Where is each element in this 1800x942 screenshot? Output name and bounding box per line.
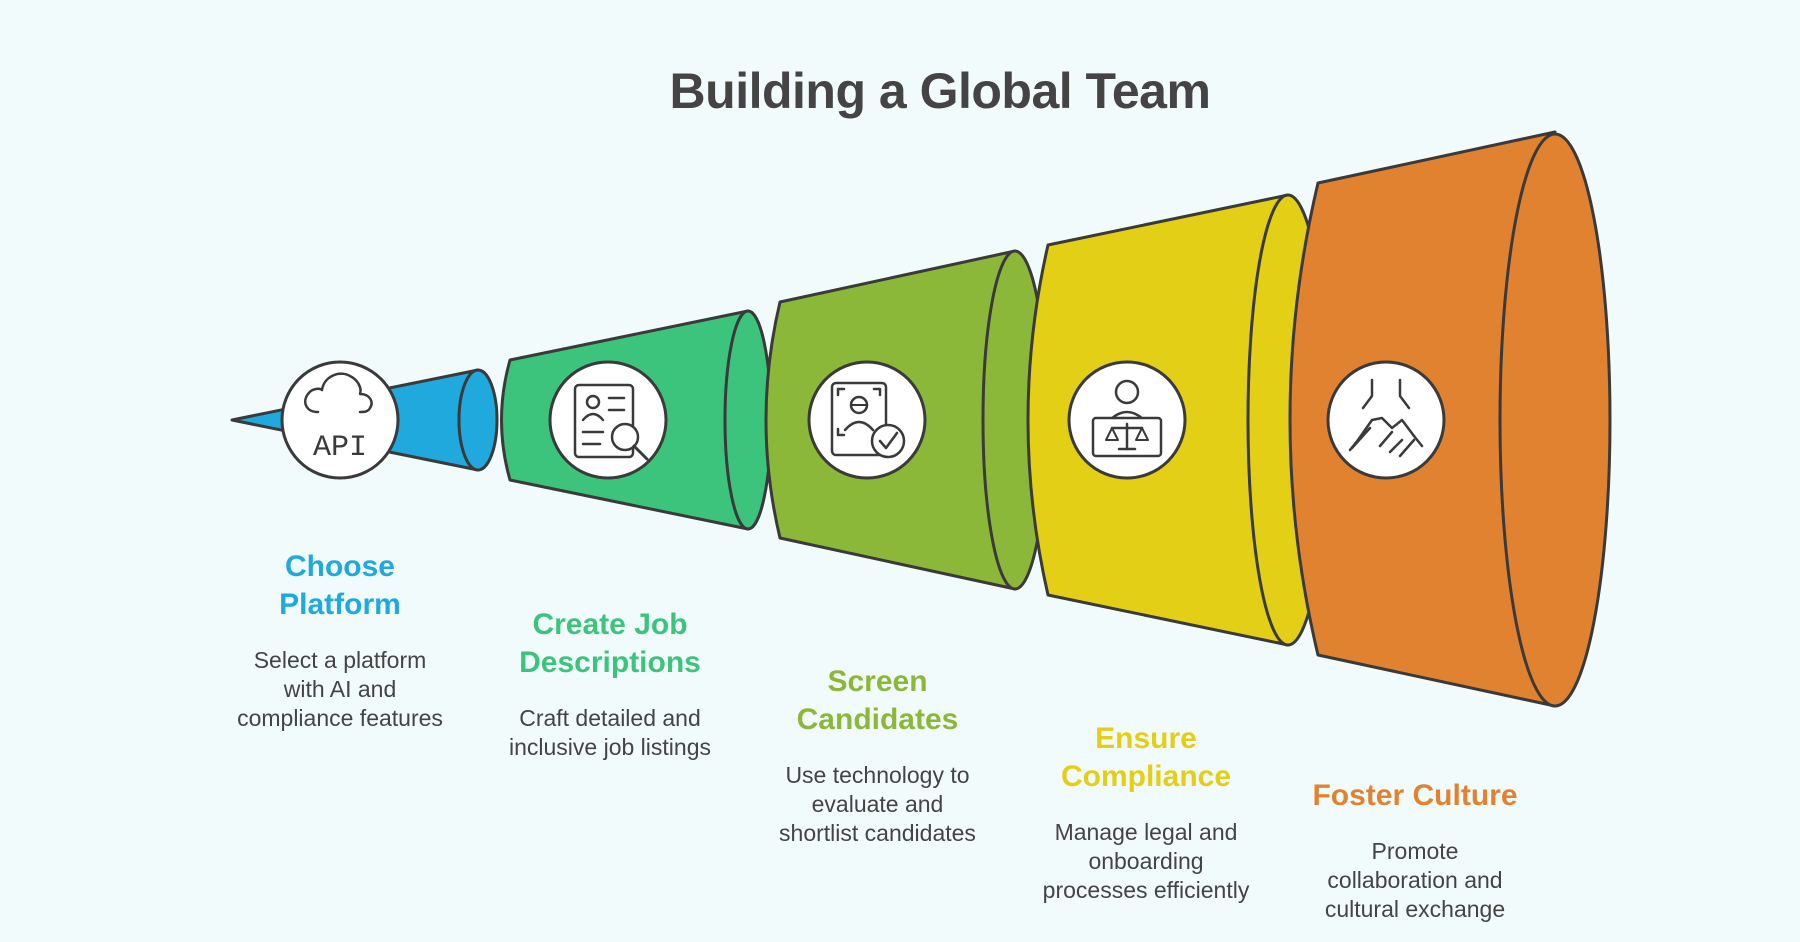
funnel-segment-foster-culture [1288,130,1612,708]
legal-scales-icon [1067,360,1187,480]
funnel-segment-screen-candidates [764,249,1049,591]
stage-ensure-compliance: Ensure Compliance Manage legal and onboa… [1005,720,1287,905]
svg-text:API: API [313,431,367,465]
diagram-title: Building a Global Team [669,63,1211,119]
funnel-segment-choose-platform: API [230,360,499,480]
resume-search-icon [548,360,668,480]
stage-heading: Choose Platform [279,550,401,621]
funnel-segment-create-job-descriptions [500,309,773,531]
stage-description: Select a platform with AI and compliance… [237,647,443,731]
stage-description: Use technology to evaluate and shortlist… [779,762,976,846]
stage-heading: Screen Candidates [796,665,959,736]
stage-description: Promote collaboration and cultural excha… [1324,838,1506,922]
stage-heading: Foster Culture [1312,779,1518,812]
cloud-api-icon: API [280,360,400,480]
stage-foster-culture: Foster Culture Promote collaboration and… [1265,777,1565,924]
stage-heading: Create Job Descriptions [519,608,701,679]
stage-screen-candidates: Screen Candidates Use technology to eval… [740,663,1015,848]
stage-create-job-descriptions: Create Job Descriptions Craft detailed a… [460,606,760,762]
stage-description: Manage legal and onboarding processes ef… [1042,819,1250,903]
stage-description: Craft detailed and inclusive job listing… [509,705,711,760]
handshake-icon [1326,360,1446,480]
funnel-segment-ensure-compliance [1026,193,1330,647]
profile-check-icon [807,360,927,480]
stage-choose-platform: Choose Platform Select a platform with A… [210,548,470,733]
stage-heading: Ensure Compliance [1060,722,1232,793]
